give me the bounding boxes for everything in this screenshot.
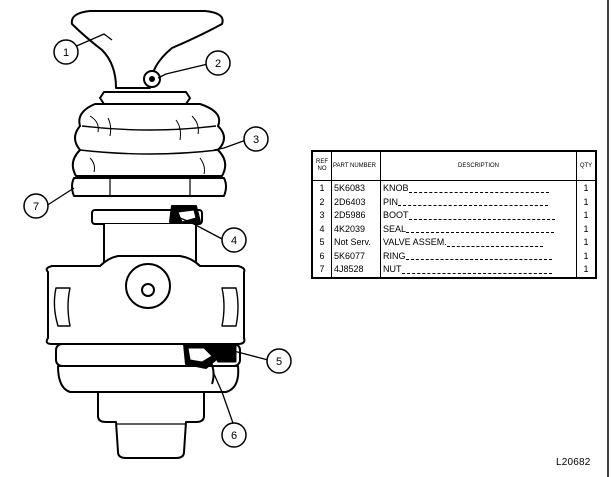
callout-7 bbox=[23, 193, 49, 219]
table-header-row: REF NO PART NUMBER DESCRIPTION QTY bbox=[311, 150, 597, 181]
header-ref-no: REF NO bbox=[311, 150, 332, 181]
callout-1 bbox=[53, 39, 79, 65]
cell-part: 2D6403 bbox=[331, 195, 381, 209]
cell-ref: 1 bbox=[311, 180, 332, 196]
header-qty: QTY bbox=[576, 150, 597, 181]
parts-list-table: REF NO PART NUMBER DESCRIPTION QTY 1 5K6… bbox=[311, 150, 597, 279]
cell-description: PIN bbox=[380, 195, 577, 209]
cell-qty: 1 bbox=[576, 209, 597, 223]
cell-description: VALVE ASSEM. bbox=[380, 236, 577, 250]
cell-qty: 1 bbox=[576, 180, 597, 196]
cell-qty: 1 bbox=[576, 222, 597, 236]
callout-3 bbox=[243, 126, 269, 152]
callout-5 bbox=[266, 348, 292, 374]
cell-qty: 1 bbox=[576, 236, 597, 250]
callout-label-7: 7 bbox=[33, 201, 39, 213]
cell-part: 2D5986 bbox=[331, 209, 381, 223]
valve-body-illustration bbox=[45, 10, 246, 459]
cell-ref: 3 bbox=[311, 209, 332, 223]
cell-qty: 1 bbox=[576, 249, 597, 263]
cell-ref: 5 bbox=[311, 236, 332, 250]
header-description: DESCRIPTION bbox=[380, 150, 577, 181]
callout-label-6: 6 bbox=[231, 430, 237, 442]
cell-qty: 1 bbox=[576, 195, 597, 209]
cell-part: 4K2039 bbox=[331, 222, 381, 236]
callout-label-5: 5 bbox=[276, 356, 282, 368]
outlet-spout bbox=[97, 391, 205, 459]
ring bbox=[209, 359, 215, 385]
table-row: 7 4J8528 NUT 1 bbox=[311, 263, 597, 278]
callout-label-3: 3 bbox=[253, 134, 259, 146]
header-part-number: PART NUMBER bbox=[331, 150, 381, 181]
cell-description: SEAL bbox=[380, 222, 577, 236]
callout-label-4: 4 bbox=[231, 235, 237, 247]
cell-part: Not Serv. bbox=[331, 236, 381, 250]
callout-6 bbox=[221, 422, 247, 448]
boot bbox=[71, 103, 227, 177]
callout-label-2: 2 bbox=[215, 58, 221, 70]
cell-part: 5K6083 bbox=[331, 180, 381, 196]
nut bbox=[71, 177, 227, 197]
drawing-id-label: L20682 bbox=[556, 457, 591, 468]
callout-label-1: 1 bbox=[63, 47, 69, 59]
table-row: 2 2D6403 PIN 1 bbox=[311, 195, 597, 209]
cell-description: NUT bbox=[380, 263, 577, 278]
cell-ref: 7 bbox=[311, 263, 332, 278]
cell-part: 5K6077 bbox=[331, 249, 381, 263]
table-row: 6 5K6077 RING 1 bbox=[311, 249, 597, 263]
knob-collar bbox=[99, 91, 191, 105]
cell-part: 4J8528 bbox=[331, 263, 381, 278]
cell-qty: 1 bbox=[576, 263, 597, 278]
knob bbox=[70, 10, 224, 89]
callout-2 bbox=[205, 50, 231, 76]
table-row: 1 5K6083 KNOB 1 bbox=[311, 180, 597, 196]
table-row: 5 Not Serv. VALVE ASSEM. 1 bbox=[311, 236, 597, 250]
cell-ref: 4 bbox=[311, 222, 332, 236]
cell-ref: 2 bbox=[311, 195, 332, 209]
callout-4 bbox=[221, 227, 247, 253]
cell-description: KNOB bbox=[380, 180, 577, 196]
callouts bbox=[23, 39, 292, 448]
cell-ref: 6 bbox=[311, 249, 332, 263]
table-row: 3 2D5986 BOOT 1 bbox=[311, 209, 597, 223]
table-row: 4 4K2039 SEAL 1 bbox=[311, 222, 597, 236]
leader-lines bbox=[45, 33, 269, 427]
cell-description: BOOT bbox=[380, 209, 577, 223]
cell-description: RING bbox=[380, 249, 577, 263]
